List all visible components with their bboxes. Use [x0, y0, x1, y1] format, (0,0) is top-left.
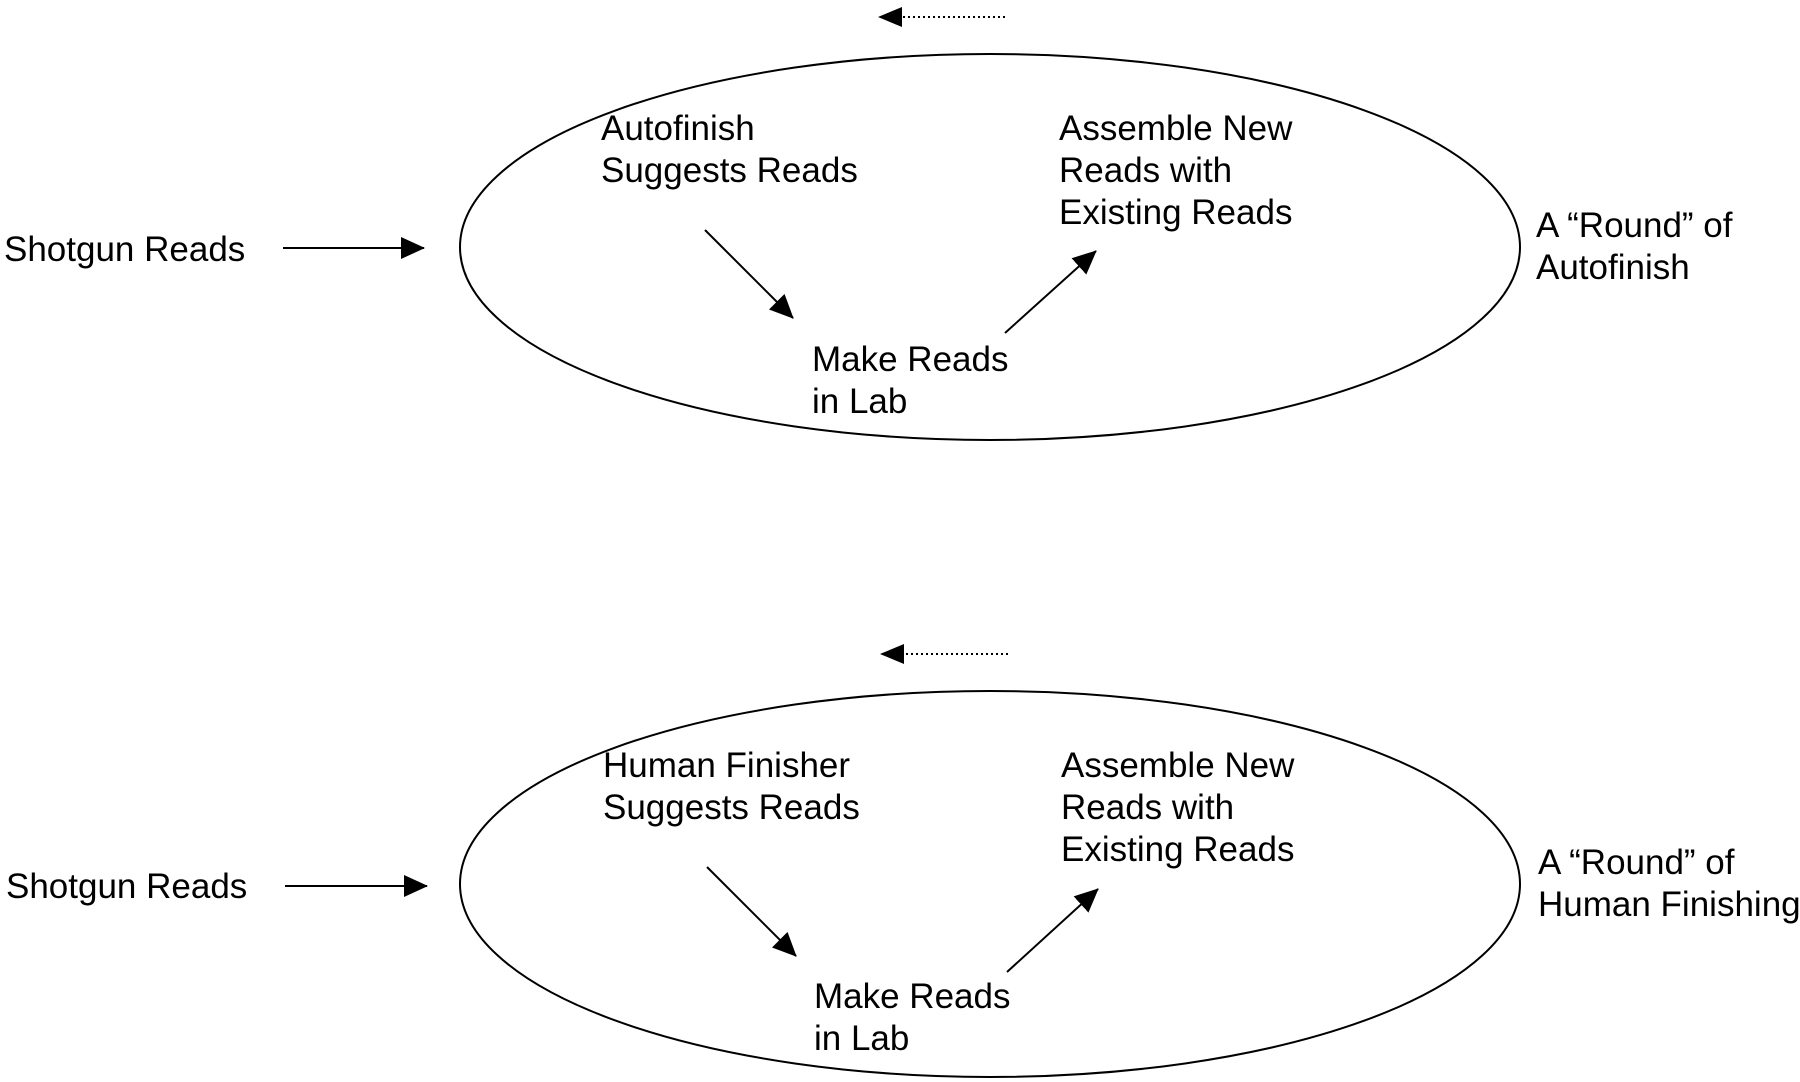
round-label-line: Autofinish	[1536, 248, 1690, 287]
cycle-ellipse	[459, 690, 1521, 1078]
step-lab-line: Make Reads	[812, 340, 1009, 379]
step-assemble-line: Existing Reads	[1059, 193, 1293, 232]
step-assemble-label: Assemble New Reads with Existing Reads	[1061, 745, 1294, 871]
panel-autofinish	[283, 7, 1521, 441]
step-assemble-line: Assemble New	[1061, 746, 1295, 785]
step-suggest-label: Autofinish Suggests Reads	[601, 108, 858, 192]
step-suggest-label: Human Finisher Suggests Reads	[603, 745, 860, 829]
step-lab-line: Make Reads	[814, 977, 1011, 1016]
suggest-to-lab-arrow	[704, 229, 794, 319]
step-suggest-line: Suggests Reads	[601, 151, 858, 190]
step-suggest-line: Human Finisher	[603, 746, 851, 785]
round-label-line: Human Finishing	[1538, 885, 1800, 924]
step-assemble-line: Existing Reads	[1061, 830, 1295, 869]
round-label: A “Round” of Autofinish	[1536, 205, 1733, 289]
lab-to-assemble-arrow	[1006, 888, 1099, 973]
step-assemble-line: Reads with	[1059, 151, 1233, 190]
round-label-line: A “Round” of	[1536, 206, 1733, 245]
lab-to-assemble-arrow	[1004, 250, 1097, 334]
step-assemble-line: Reads with	[1061, 788, 1235, 827]
round-label: A “Round” of Human Finishing	[1538, 842, 1800, 926]
step-suggest-line: Suggests Reads	[603, 788, 860, 827]
input-label: Shotgun Reads	[6, 867, 248, 906]
cycle-ellipse	[459, 53, 1521, 441]
step-lab-label: Make Reads in Lab	[814, 976, 1010, 1060]
step-assemble-label: Assemble New Reads with Existing Reads	[1059, 108, 1292, 234]
feedback-arrowhead	[880, 644, 904, 664]
step-lab-line: in Lab	[814, 1019, 910, 1058]
suggest-to-lab-arrow	[706, 866, 797, 957]
input-label: Shotgun Reads	[4, 230, 246, 269]
panel-human-finishing	[285, 644, 1521, 1078]
step-suggest-line: Autofinish	[601, 109, 755, 148]
step-lab-line: in Lab	[812, 382, 908, 421]
step-lab-label: Make Reads in Lab	[812, 339, 1008, 423]
step-assemble-line: Assemble New	[1059, 109, 1293, 148]
round-label-line: A “Round” of	[1538, 843, 1735, 882]
feedback-arrowhead	[878, 7, 902, 27]
